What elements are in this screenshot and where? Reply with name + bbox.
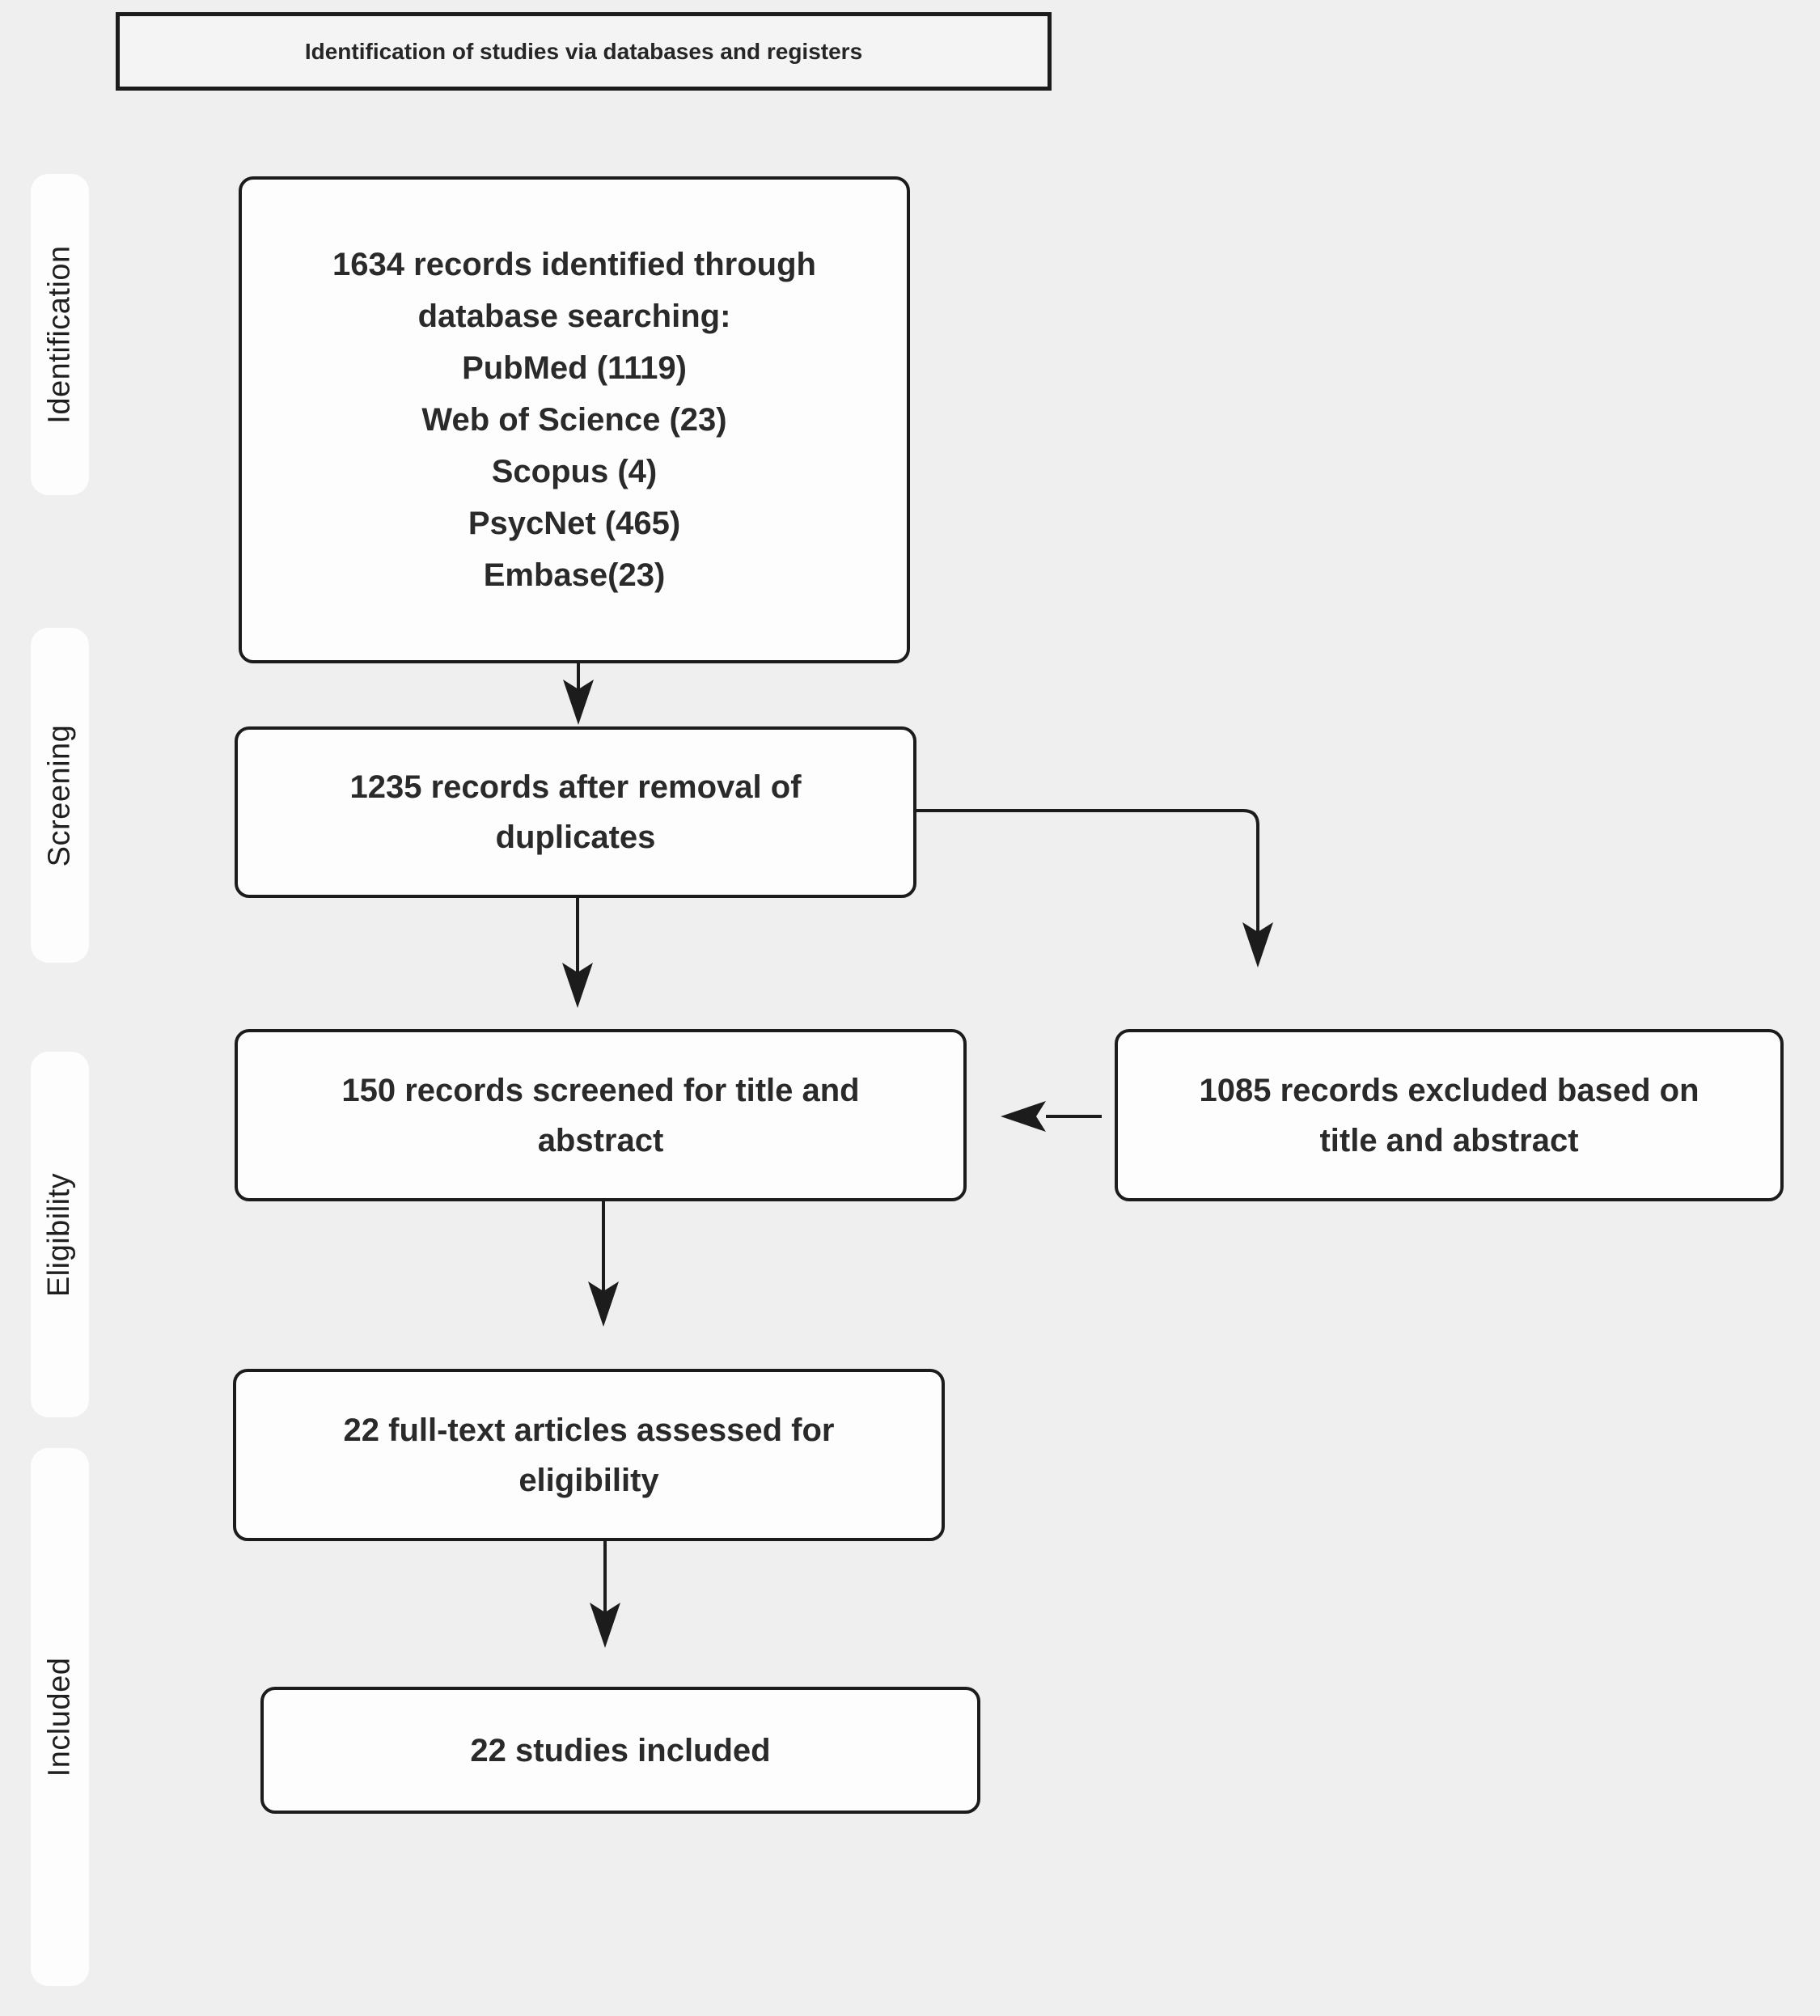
text-line: database searching: (417, 299, 731, 334)
text-line: title and abstract (1319, 1122, 1579, 1158)
text-line: PsycNet (465) (468, 506, 681, 541)
records-after-duplicates-box: 1235 records after removal of duplicates (235, 726, 916, 898)
records-identified-box: 1634 records identified through database … (239, 176, 910, 663)
arrow-screened-to-fulltext (588, 1201, 619, 1327)
text-line: Web of Science (23) (421, 402, 727, 438)
records-screened-box: 150 records screened for title and abstra… (235, 1029, 967, 1201)
diagram-title: Identification of studies via databases … (304, 38, 863, 64)
text-line: 1235 records after removal of (349, 769, 802, 805)
text-line: 150 records screened for title and (341, 1072, 860, 1108)
text-line: PubMed (1119) (462, 350, 687, 386)
text-line: eligibility (518, 1462, 659, 1498)
text-line: Embase(23) (483, 557, 666, 593)
fulltext-assessed-box: 22 full-text articles assessed for eligib… (233, 1369, 945, 1541)
text-line: abstract (537, 1122, 664, 1158)
stage-label: Screening (42, 724, 77, 866)
arrow-identified-to-deduplicated (563, 663, 594, 725)
stage-label: Eligibility (42, 1172, 77, 1297)
stage-rail-identification: Identification (31, 174, 89, 495)
stage-label: Included (42, 1657, 77, 1777)
text-line: 22 studies included (470, 1732, 771, 1768)
text-line: Scopus (4) (491, 454, 658, 489)
text-line: duplicates (495, 820, 656, 855)
text-line: 22 full-text articles assessed for (343, 1412, 835, 1448)
arrow-deduplicated-to-excluded (916, 809, 1273, 968)
text-line: 1085 records excluded based on (1199, 1072, 1699, 1108)
arrow-excluded-to-screened (1001, 1101, 1102, 1132)
stage-rail-screening: Screening (31, 628, 89, 963)
stage-label: Identification (42, 245, 77, 424)
arrow-deduplicated-to-screened (562, 898, 593, 1008)
diagram-title-box: Identification of studies via databases … (116, 12, 1052, 91)
arrow-fulltext-to-included (590, 1541, 620, 1648)
records-excluded-box: 1085 records excluded based on title and … (1115, 1029, 1784, 1201)
studies-included-box: 22 studies included (260, 1687, 980, 1814)
stage-rail-eligibility: Eligibility (31, 1052, 89, 1417)
stage-rail-included: Included (31, 1448, 89, 1986)
text-line: 1634 records identified through (332, 247, 816, 282)
